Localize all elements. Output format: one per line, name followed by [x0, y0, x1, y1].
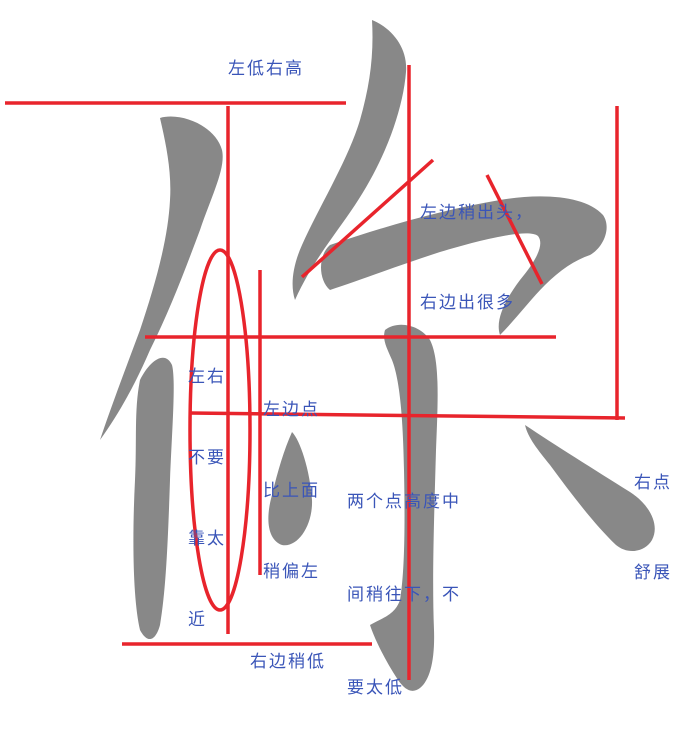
- note-bottom: 右边稍低: [250, 652, 326, 672]
- slant-guide-left: [300, 158, 435, 279]
- note-line: 间稍往下，不: [347, 585, 461, 605]
- note-left-close: 左右 不要 靠太 近: [188, 310, 226, 661]
- note-right-dot: 右点 舒展: [634, 408, 672, 618]
- note-line: 靠太: [188, 529, 226, 549]
- right-dot-stroke: [525, 425, 655, 552]
- character-strokes: [100, 20, 655, 691]
- note-line: 近: [188, 610, 207, 630]
- note-line: 左右: [188, 367, 226, 387]
- note-line: 两个点高度中: [347, 492, 461, 512]
- left-dot-stroke: [268, 432, 313, 546]
- slant-guide-right: [485, 174, 544, 285]
- calligraphy-canvas: [5, 20, 655, 691]
- note-top-right: 左边稍出头， 右边出很多: [420, 138, 534, 348]
- spacing-ellipse: [188, 248, 252, 612]
- note-middle: 两个点高度中 间稍往下，不 要太低: [347, 425, 461, 735]
- note-line: 不要: [188, 448, 226, 468]
- left-vertical-stroke: [133, 357, 174, 640]
- note-line: 稍偏左: [263, 562, 320, 582]
- note-line: 要太低: [347, 678, 404, 698]
- note-top: 左低右高: [228, 59, 304, 79]
- note-line: 舒展: [634, 563, 672, 583]
- note-line: 左边稍出头，: [420, 203, 534, 223]
- note-left-dot: 左边点 比上面 稍偏左: [263, 343, 320, 613]
- left-falling-stroke: [100, 116, 223, 441]
- note-line: 比上面: [263, 481, 320, 501]
- note-line: 右点: [634, 473, 672, 493]
- top-hook-stroke: [321, 196, 607, 335]
- top-falling-stroke: [292, 20, 407, 300]
- guide-lines: [5, 65, 626, 680]
- note-line: 右边出很多: [420, 293, 515, 313]
- note-line: 左边点: [263, 400, 320, 420]
